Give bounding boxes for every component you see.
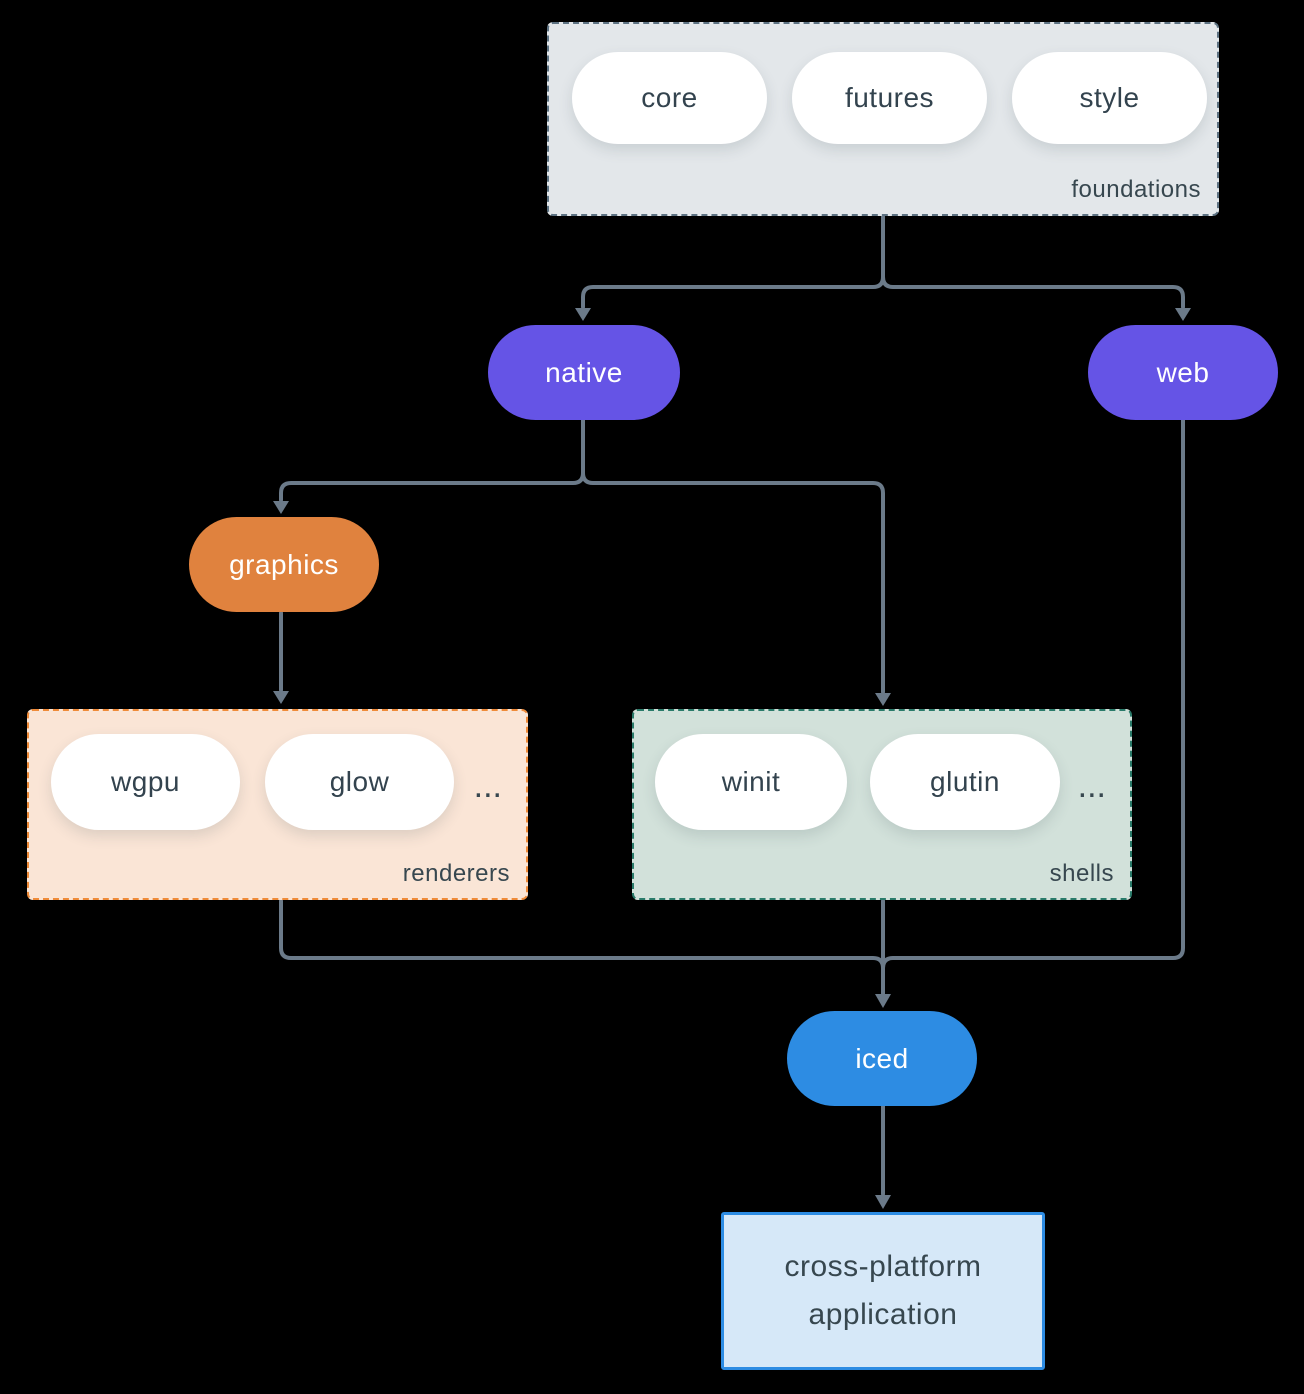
edge-native-graphics (279, 418, 585, 502)
node-futures-label: futures (844, 82, 935, 113)
group-foundations-label: foundations (1071, 176, 1201, 203)
node-winit: winit (655, 734, 847, 830)
node-iced: iced (787, 1011, 977, 1106)
edge-foundations-native (581, 215, 885, 309)
node-style-label: style (1079, 82, 1140, 113)
node-application-label: cross-platform application (784, 1250, 982, 1331)
group-renderers-label: renderers (402, 860, 510, 887)
arrowhead-native (575, 308, 591, 321)
group-shells-label: shells (1049, 860, 1114, 887)
group-renderers: wgpu glow ... renderers (27, 709, 528, 900)
edge-web-iced (881, 418, 1185, 995)
node-iced-label: iced (855, 1042, 909, 1074)
node-core: core (572, 52, 767, 144)
arrowhead-iced (875, 994, 891, 1008)
arrowhead-graphics (273, 501, 289, 514)
group-shells: winit glutin ... shells (632, 709, 1132, 900)
node-native: native (488, 325, 680, 420)
node-wgpu-label: wgpu (111, 766, 180, 797)
node-core-label: core (641, 82, 698, 113)
group-foundations: core futures style foundations (547, 22, 1219, 216)
node-futures: futures (792, 52, 987, 144)
node-glow-label: glow (329, 766, 390, 797)
node-graphics: graphics (189, 517, 379, 612)
node-application: cross-platform application (721, 1212, 1045, 1370)
node-glow: glow (265, 734, 454, 830)
node-winit-label: winit (721, 766, 781, 797)
node-web-label: web (1156, 356, 1210, 388)
node-wgpu: wgpu (51, 734, 240, 830)
shells-ellipsis: ... (1077, 767, 1106, 805)
node-glutin-label: glutin (930, 766, 1000, 797)
node-style: style (1012, 52, 1207, 144)
arrowhead-web (1175, 308, 1191, 321)
node-glutin: glutin (870, 734, 1060, 830)
arrowhead-renderers (273, 691, 289, 704)
node-web: web (1088, 325, 1278, 420)
arrowhead-application (875, 1195, 891, 1209)
edge-foundations-web (881, 215, 1185, 309)
edge-renderers-iced (279, 899, 885, 995)
edge-native-shells (581, 418, 885, 694)
node-native-label: native (545, 356, 623, 388)
arrowhead-shells (875, 693, 891, 706)
renderers-ellipsis: ... (473, 767, 502, 805)
node-graphics-label: graphics (229, 548, 339, 580)
